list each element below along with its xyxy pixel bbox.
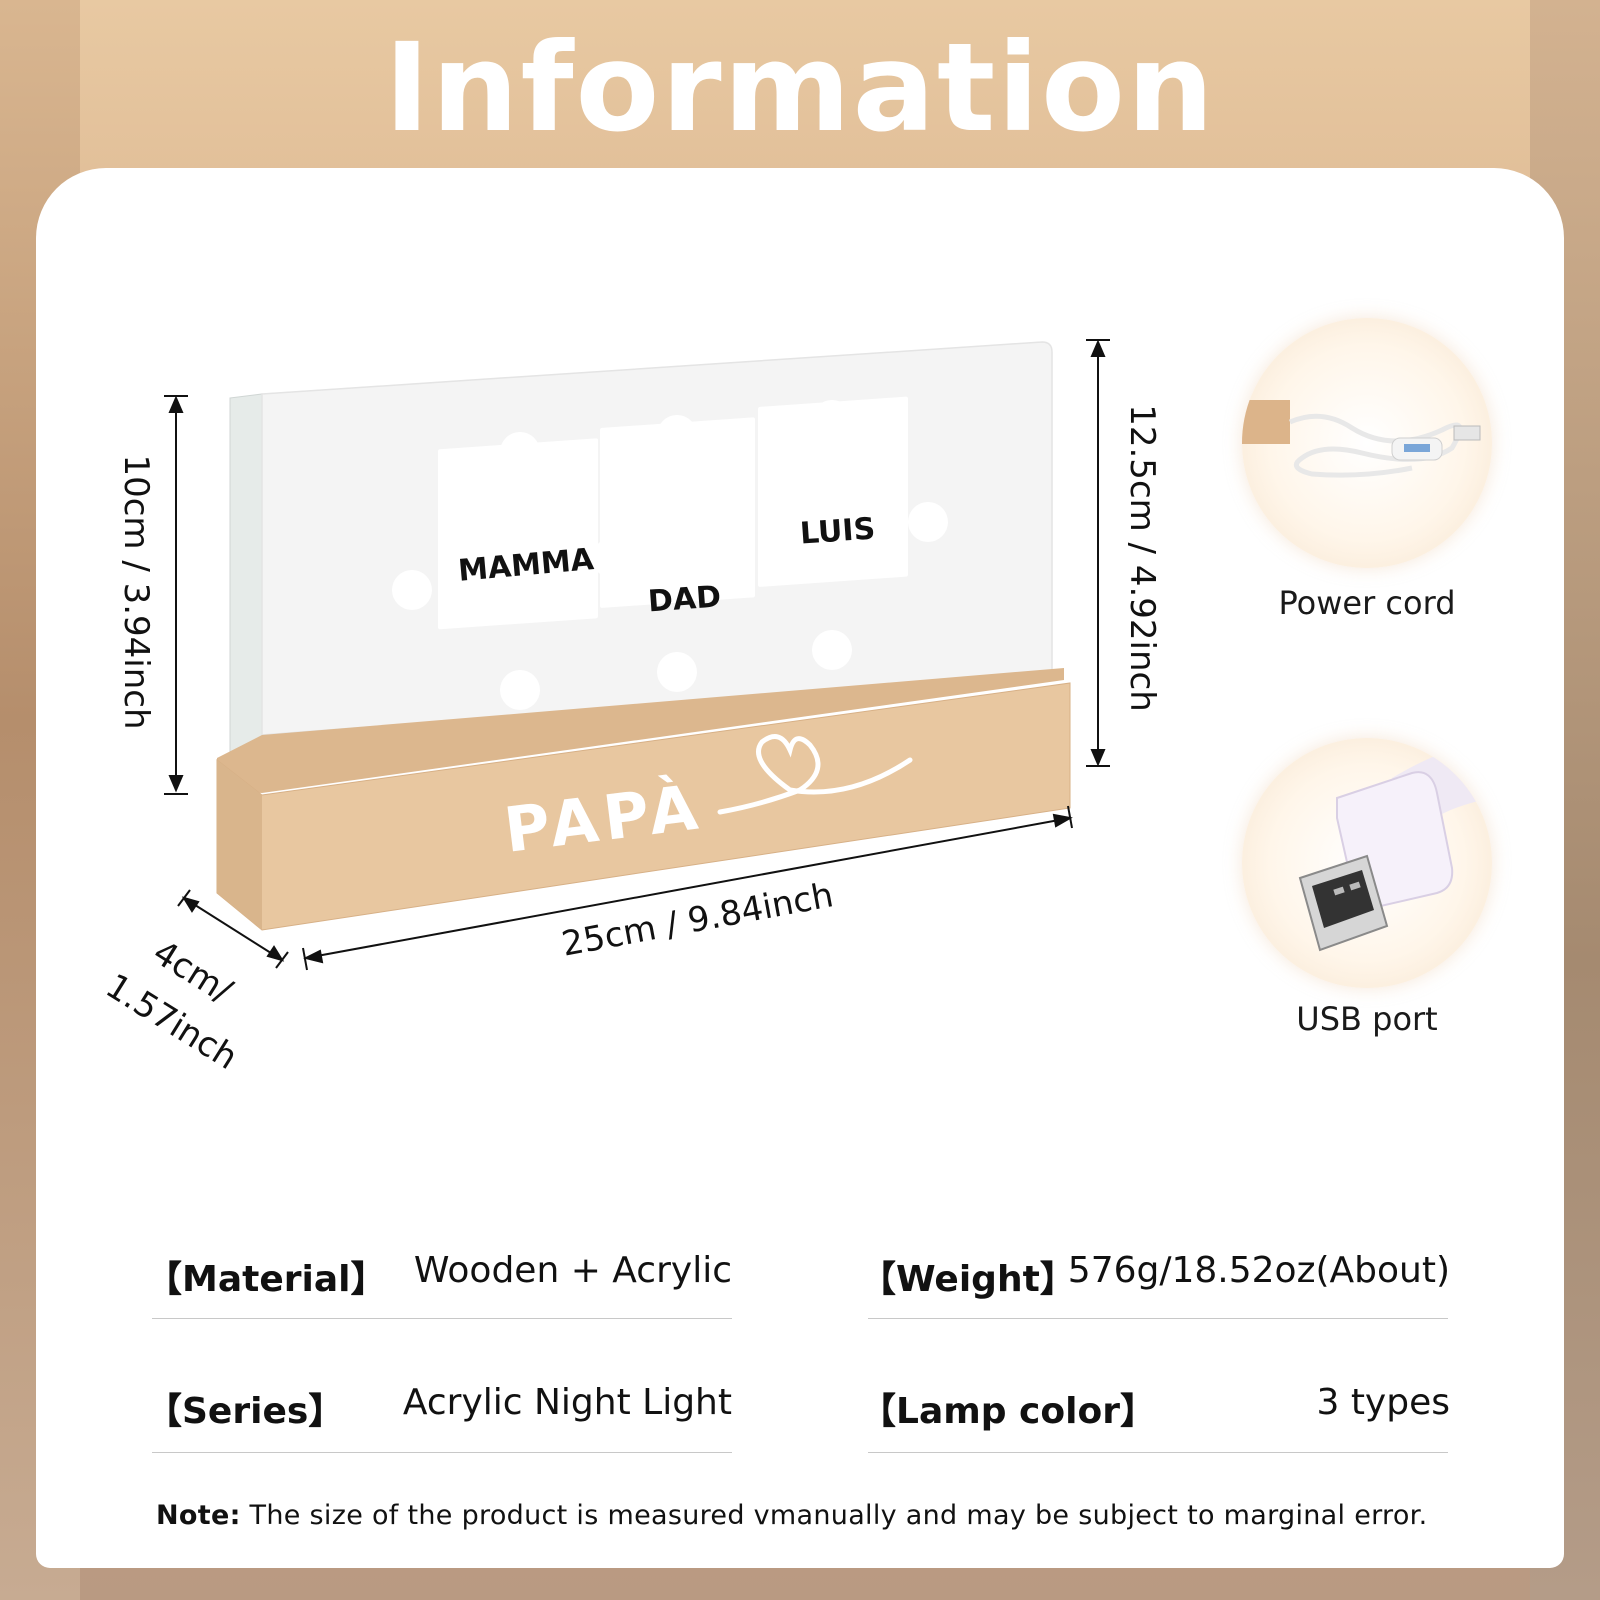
wood-base-top xyxy=(217,668,1064,793)
spec-weight-value: 576g/18.52oz(About) xyxy=(1067,1250,1450,1291)
spec-divider xyxy=(152,1452,732,1453)
spec-series-value: Acrylic Night Light xyxy=(402,1382,732,1423)
spec-lamp-value: 3 types xyxy=(1316,1382,1450,1423)
power-cord-photo xyxy=(1242,318,1492,568)
panel-name-dad: DAD xyxy=(646,579,723,620)
usb-port-label: USB port xyxy=(1296,1000,1438,1038)
spec-lamp-label: 【Lamp color】 xyxy=(860,1391,1156,1432)
usb-plug-icon xyxy=(1298,738,1492,952)
dimension-depth xyxy=(177,889,289,969)
dimension-length xyxy=(302,805,1073,971)
note-text: The size of the product is measured vman… xyxy=(240,1500,1428,1531)
spec-series-label: 【Series】 xyxy=(146,1391,345,1432)
dimension-total-height: 12.5cm / 4.92inch xyxy=(1122,404,1162,712)
dimension-right xyxy=(1086,339,1110,767)
spec-divider xyxy=(868,1452,1448,1453)
note: Note: The size of the product is measure… xyxy=(156,1500,1427,1531)
spec-weight-label: 【Weight】 xyxy=(860,1259,1076,1300)
power-cord-label: Power cord xyxy=(1278,584,1456,622)
note-label: Note: xyxy=(156,1500,241,1531)
spec-divider xyxy=(152,1318,732,1319)
puzzle-group xyxy=(392,396,948,710)
acrylic-panel-edge xyxy=(229,393,263,791)
spec-material-label: 【Material】 xyxy=(146,1259,387,1300)
page-title: Information xyxy=(384,17,1216,159)
heart-swirl xyxy=(717,734,913,815)
wood-base-side xyxy=(217,760,262,930)
usb-port-photo xyxy=(1242,738,1492,988)
spec-divider xyxy=(868,1318,1448,1319)
dimension-left xyxy=(164,395,188,795)
panel-name-luis: LUIS xyxy=(798,511,877,552)
power-cord-icon xyxy=(1242,400,1481,478)
spec-material-value: Wooden + Acrylic xyxy=(413,1250,732,1291)
dimension-panel-height: 10cm / 3.94inch xyxy=(116,454,156,730)
